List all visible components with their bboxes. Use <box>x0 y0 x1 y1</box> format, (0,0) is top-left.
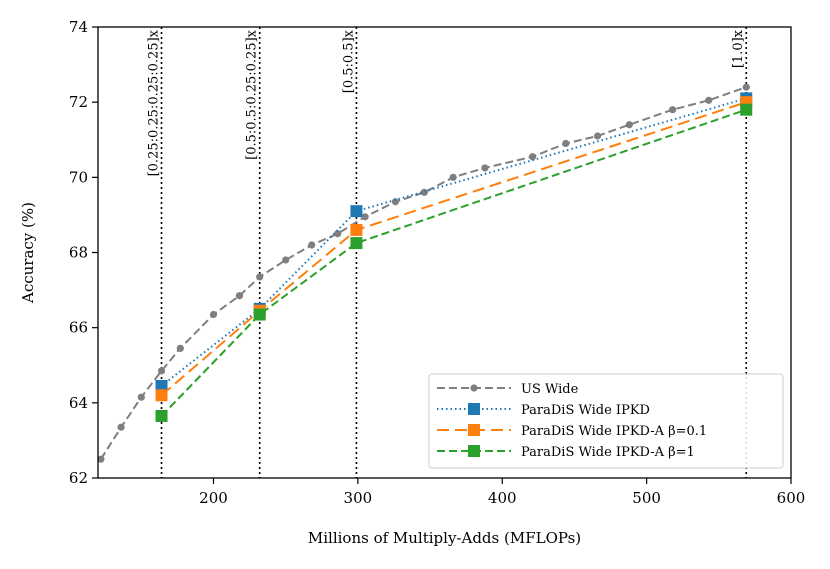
data-point <box>256 273 264 281</box>
data-point <box>308 241 316 249</box>
data-point <box>117 423 125 431</box>
vline-label: [0.5:0.5:0.25:0.25]x <box>245 29 260 160</box>
data-point <box>235 292 244 300</box>
data-point <box>155 379 168 392</box>
data-point <box>593 132 602 140</box>
data-point <box>350 223 363 236</box>
data-point <box>282 256 290 264</box>
data-point <box>705 96 713 104</box>
data-point <box>449 173 457 181</box>
series-line <box>160 97 747 387</box>
data-point <box>669 106 677 114</box>
y-tick-label: 70 <box>69 168 88 186</box>
data-point <box>742 83 750 91</box>
vline-label: [1.0]x <box>731 29 746 68</box>
data-point <box>528 153 537 161</box>
y-tick-label: 66 <box>69 319 88 337</box>
series <box>155 103 753 422</box>
x-tick-label: 600 <box>777 489 806 507</box>
data-point <box>350 205 363 218</box>
data-point <box>625 121 633 129</box>
data-point <box>97 455 105 463</box>
y-tick-label: 62 <box>69 469 88 487</box>
data-point <box>391 198 400 206</box>
legend-box <box>428 373 784 469</box>
legend-label: ParaDiS Wide IPKD <box>521 403 650 418</box>
x-tick-label: 300 <box>344 489 373 507</box>
data-point <box>350 237 363 250</box>
y-tick-label: 64 <box>69 394 88 412</box>
y-tick-label: 74 <box>69 18 88 36</box>
y-tick-label: 72 <box>69 93 88 111</box>
series-layer <box>97 83 753 463</box>
y-tick-label: 68 <box>69 244 88 262</box>
legend-label: ParaDiS Wide IPKD-A β=0.1 <box>521 424 707 439</box>
legend-label: US Wide <box>521 382 579 397</box>
legend-marker <box>468 424 480 436</box>
data-point <box>361 213 369 221</box>
vline-label: [0.5:0.5]x <box>341 29 356 93</box>
axis-ticks: 200 300 400 500 600 62 64 66 68 70 72 74 <box>69 18 805 507</box>
legend-marker <box>470 384 478 392</box>
x-tick-label: 200 <box>199 489 228 507</box>
data-point <box>157 367 166 375</box>
data-point <box>253 308 266 321</box>
data-point <box>481 164 489 172</box>
y-axis-label: Accuracy (%) <box>19 202 37 304</box>
legend-label: ParaDiS Wide IPKD-A β=1 <box>521 445 695 460</box>
data-point <box>155 389 168 402</box>
data-point <box>176 344 184 352</box>
data-point <box>420 188 428 196</box>
data-point <box>155 409 168 422</box>
data-point <box>562 139 570 148</box>
x-axis-label: Millions of Multiply-Adds (MFLOPs) <box>308 529 581 547</box>
series <box>97 83 750 463</box>
series-line <box>160 101 747 397</box>
x-tick-label: 500 <box>632 489 661 507</box>
data-point <box>137 393 145 401</box>
vline-label: [0.25:0.25:0.25:0.25]x <box>147 29 162 176</box>
data-point <box>209 310 218 319</box>
data-point <box>740 103 753 116</box>
data-point <box>334 230 342 238</box>
x-tick-label: 400 <box>488 489 517 507</box>
legend-marker <box>468 403 480 415</box>
vertical-reference-lines: [0.25:0.25:0.25:0.25]x [0.5:0.5:0.25:0.25… <box>147 27 748 478</box>
legend-marker <box>468 445 480 457</box>
